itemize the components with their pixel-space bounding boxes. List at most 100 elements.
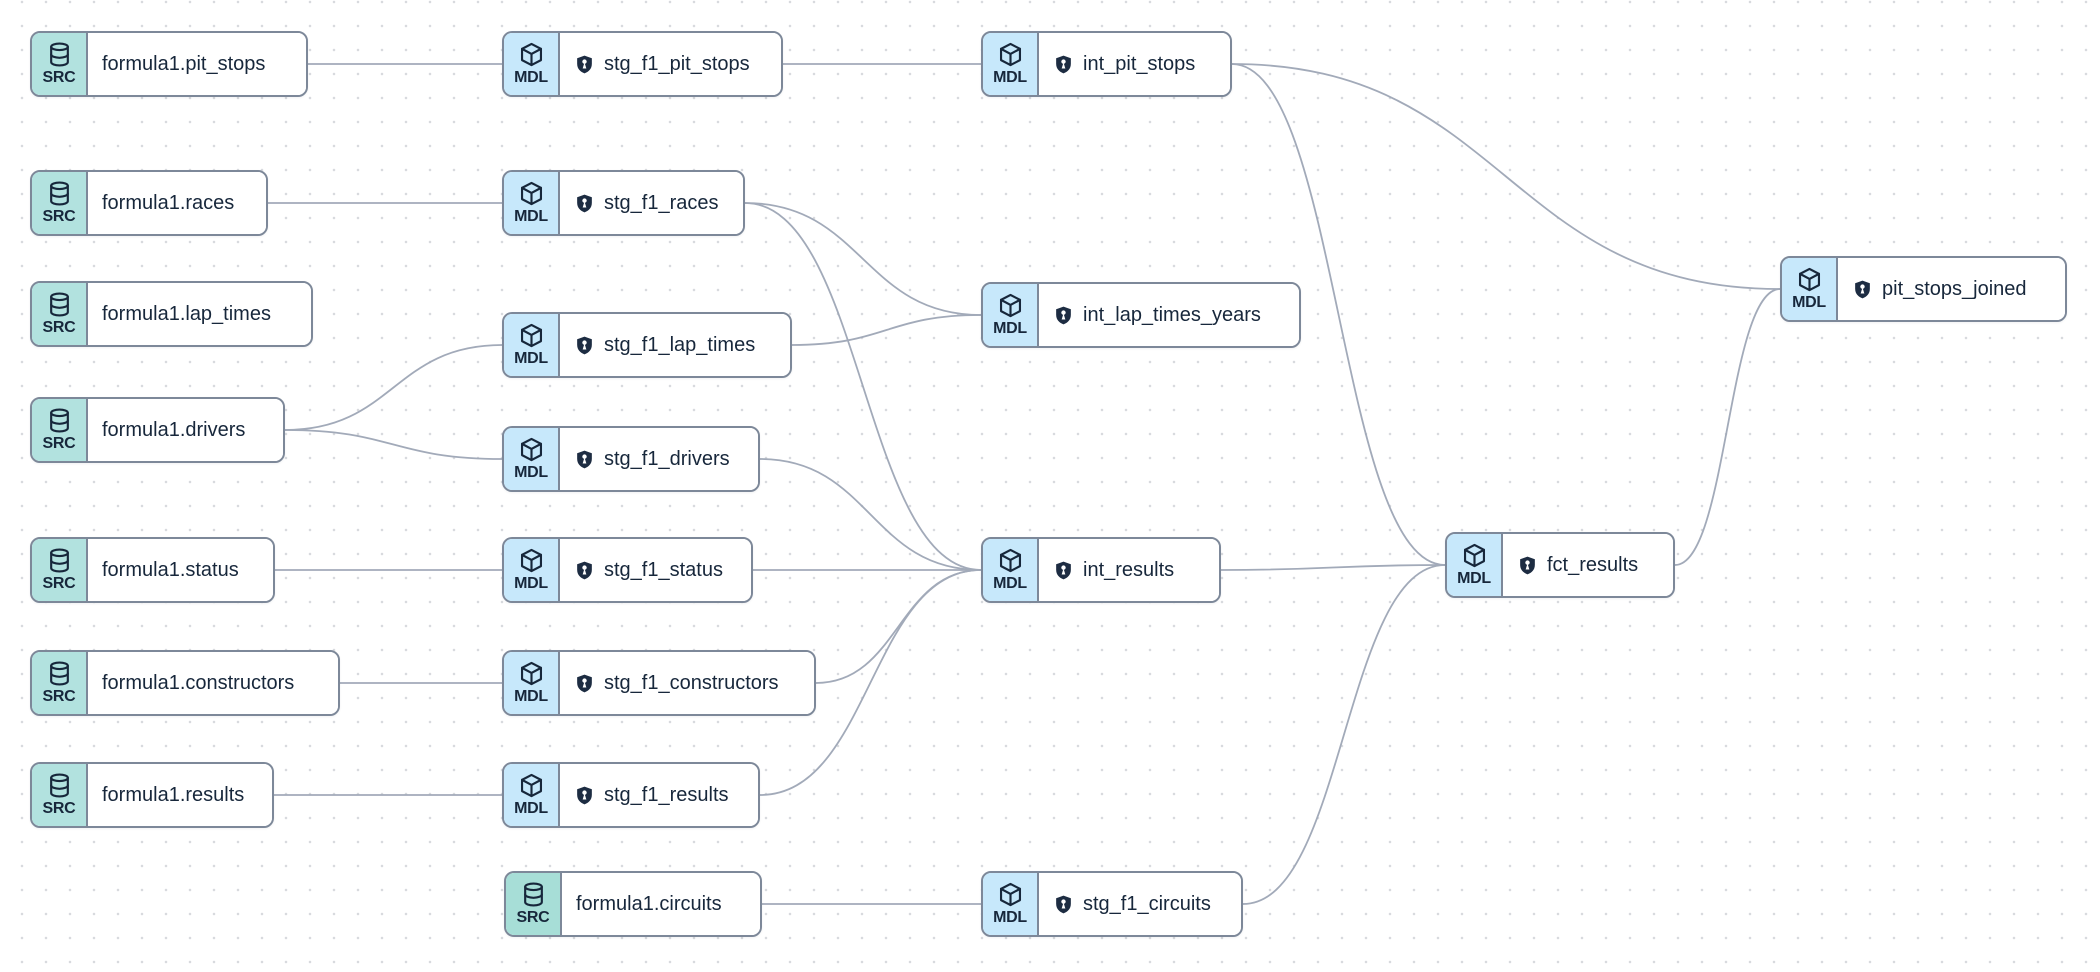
node-body: stg_f1_constructors xyxy=(560,652,814,714)
node-label: stg_f1_races xyxy=(604,191,719,214)
node-type-label: SRC xyxy=(42,434,76,452)
node-type-badge: SRC xyxy=(32,172,88,234)
node-label: formula1.status xyxy=(102,558,239,581)
node-type-badge: SRC xyxy=(32,283,88,345)
node-label: formula1.pit_stops xyxy=(102,52,266,75)
node-type-label: MDL xyxy=(1792,293,1826,311)
node-type-badge: MDL xyxy=(504,428,560,490)
cube-icon xyxy=(518,436,545,463)
node-type-badge: MDL xyxy=(983,33,1039,95)
edge-stg_f1_circuits-to-fct_results xyxy=(1242,564,1446,905)
node-body: formula1.lap_times xyxy=(88,283,311,345)
shield-icon xyxy=(1517,555,1538,576)
node-type-badge: SRC xyxy=(506,873,562,935)
node-body: formula1.status xyxy=(88,539,273,601)
node-type-badge: MDL xyxy=(504,33,560,95)
node-body: formula1.pit_stops xyxy=(88,33,306,95)
node-body: pit_stops_joined xyxy=(1838,258,2065,320)
database-icon xyxy=(46,772,73,799)
edge-int_results-to-fct_results xyxy=(1220,564,1446,571)
node-type-badge: MDL xyxy=(983,539,1039,601)
node-label: formula1.results xyxy=(102,783,245,806)
node-formula1.status[interactable]: SRC formula1.status xyxy=(30,537,275,603)
node-body: stg_f1_drivers xyxy=(560,428,758,490)
node-type-badge: MDL xyxy=(1447,534,1503,596)
node-body: stg_f1_circuits xyxy=(1039,873,1241,935)
node-type-label: MDL xyxy=(514,574,548,592)
node-body: int_lap_times_years xyxy=(1039,284,1299,346)
cube-icon xyxy=(518,772,545,799)
node-body: formula1.results xyxy=(88,764,272,826)
edge-fct_results-to-pit_stops_joined xyxy=(1674,288,1781,566)
cube-icon xyxy=(997,41,1024,68)
node-type-label: MDL xyxy=(514,799,548,817)
edge-stg_f1_races-to-int_results xyxy=(744,202,982,571)
node-label: stg_f1_lap_times xyxy=(604,333,756,356)
node-int_pit_stops[interactable]: MDL int_pit_stops xyxy=(981,31,1232,97)
node-stg_f1_lap_times[interactable]: MDL stg_f1_lap_times xyxy=(502,312,792,378)
node-body: stg_f1_pit_stops xyxy=(560,33,781,95)
node-body: stg_f1_lap_times xyxy=(560,314,790,376)
node-label: stg_f1_results xyxy=(604,783,729,806)
node-type-badge: SRC xyxy=(32,399,88,461)
cube-icon xyxy=(997,547,1024,574)
shield-icon xyxy=(574,193,595,214)
node-stg_f1_status[interactable]: MDL stg_f1_status xyxy=(502,537,753,603)
database-icon xyxy=(520,881,547,908)
node-stg_f1_results[interactable]: MDL stg_f1_results xyxy=(502,762,760,828)
database-icon xyxy=(46,41,73,68)
node-type-label: MDL xyxy=(993,574,1027,592)
node-type-badge: MDL xyxy=(504,764,560,826)
database-icon xyxy=(46,180,73,207)
shield-icon xyxy=(1053,54,1074,75)
cube-icon xyxy=(518,547,545,574)
node-label: int_lap_times_years xyxy=(1083,303,1261,326)
edge-stg_f1_constructors-to-int_results xyxy=(815,569,982,684)
shield-icon xyxy=(574,54,595,75)
node-formula1.results[interactable]: SRC formula1.results xyxy=(30,762,274,828)
cube-icon xyxy=(518,180,545,207)
node-label: formula1.drivers xyxy=(102,418,246,441)
node-stg_f1_drivers[interactable]: MDL stg_f1_drivers xyxy=(502,426,760,492)
node-type-badge: MDL xyxy=(504,539,560,601)
node-type-label: SRC xyxy=(42,799,76,817)
node-label: formula1.constructors xyxy=(102,671,295,694)
node-stg_f1_circuits[interactable]: MDL stg_f1_circuits xyxy=(981,871,1243,937)
shield-icon xyxy=(1053,560,1074,581)
node-body: stg_f1_status xyxy=(560,539,751,601)
node-body: formula1.circuits xyxy=(562,873,760,935)
shield-icon xyxy=(1053,894,1074,915)
node-type-label: MDL xyxy=(993,908,1027,926)
database-icon xyxy=(46,547,73,574)
node-label: int_pit_stops xyxy=(1083,52,1196,75)
cube-icon xyxy=(518,660,545,687)
node-type-label: SRC xyxy=(42,574,76,592)
node-int_lap_times_years[interactable]: MDL int_lap_times_years xyxy=(981,282,1301,348)
cube-icon xyxy=(1796,266,1823,293)
node-label: stg_f1_status xyxy=(604,558,723,581)
node-formula1.drivers[interactable]: SRC formula1.drivers xyxy=(30,397,285,463)
node-type-badge: MDL xyxy=(504,314,560,376)
node-pit_stops_joined[interactable]: MDL pit_stops_joined xyxy=(1780,256,2067,322)
database-icon xyxy=(46,660,73,687)
node-type-label: MDL xyxy=(514,349,548,367)
node-type-label: MDL xyxy=(514,463,548,481)
shield-icon xyxy=(574,560,595,581)
node-type-badge: MDL xyxy=(983,284,1039,346)
node-type-label: SRC xyxy=(42,207,76,225)
node-body: formula1.constructors xyxy=(88,652,338,714)
node-body: stg_f1_results xyxy=(560,764,758,826)
node-body: stg_f1_races xyxy=(560,172,743,234)
shield-icon xyxy=(574,449,595,470)
